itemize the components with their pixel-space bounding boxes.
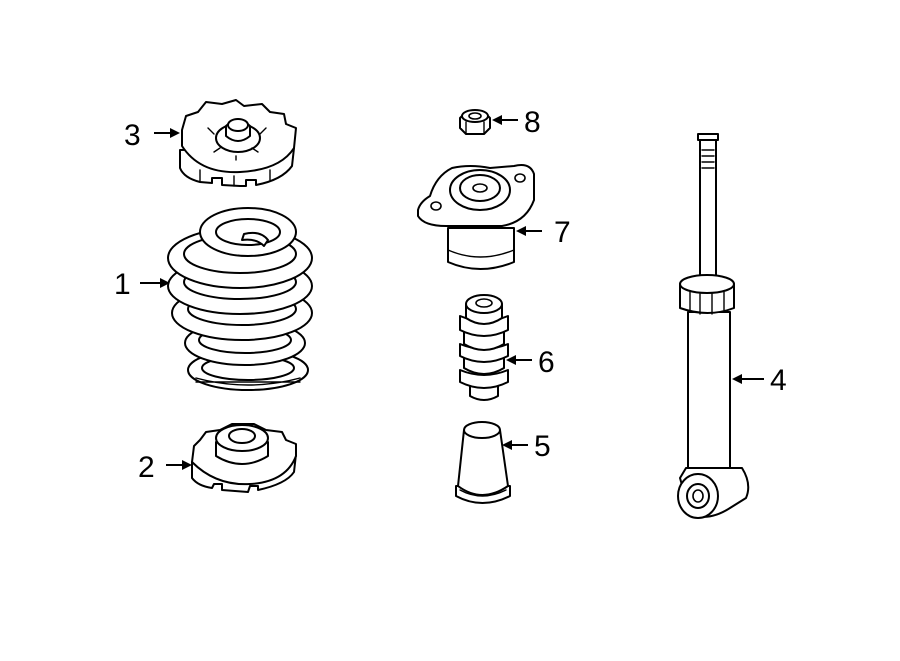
callout-label-6: 6 bbox=[538, 346, 555, 379]
callout-arrow-6 bbox=[506, 355, 532, 365]
callout-arrow-3 bbox=[154, 128, 180, 138]
callout-label-8: 8 bbox=[524, 106, 541, 139]
callout-label-7: 7 bbox=[554, 216, 571, 249]
callout-arrow-2 bbox=[166, 460, 192, 470]
part-shock-absorber[interactable] bbox=[677, 133, 750, 519]
callout-label-5: 5 bbox=[534, 430, 551, 463]
callout-label-3: 3 bbox=[124, 119, 141, 152]
callout-arrow-8 bbox=[492, 115, 518, 125]
callout-arrow-7 bbox=[516, 226, 542, 236]
callout-label-2: 2 bbox=[138, 451, 155, 484]
callout-arrow-5 bbox=[502, 440, 528, 450]
part-lower-spring-seat[interactable] bbox=[191, 423, 297, 493]
callout-arrow-1 bbox=[140, 278, 170, 288]
part-upper-mount[interactable] bbox=[417, 164, 535, 270]
callout-label-1: 1 bbox=[114, 268, 131, 301]
callout-label-4: 4 bbox=[770, 364, 787, 397]
part-dust-boot[interactable] bbox=[455, 421, 511, 504]
part-coil-spring[interactable] bbox=[167, 207, 313, 391]
part-upper-spring-seat[interactable] bbox=[179, 99, 297, 187]
part-bump-stop[interactable] bbox=[459, 294, 509, 401]
callout-arrow-4 bbox=[732, 374, 764, 384]
part-nut[interactable] bbox=[459, 109, 491, 135]
